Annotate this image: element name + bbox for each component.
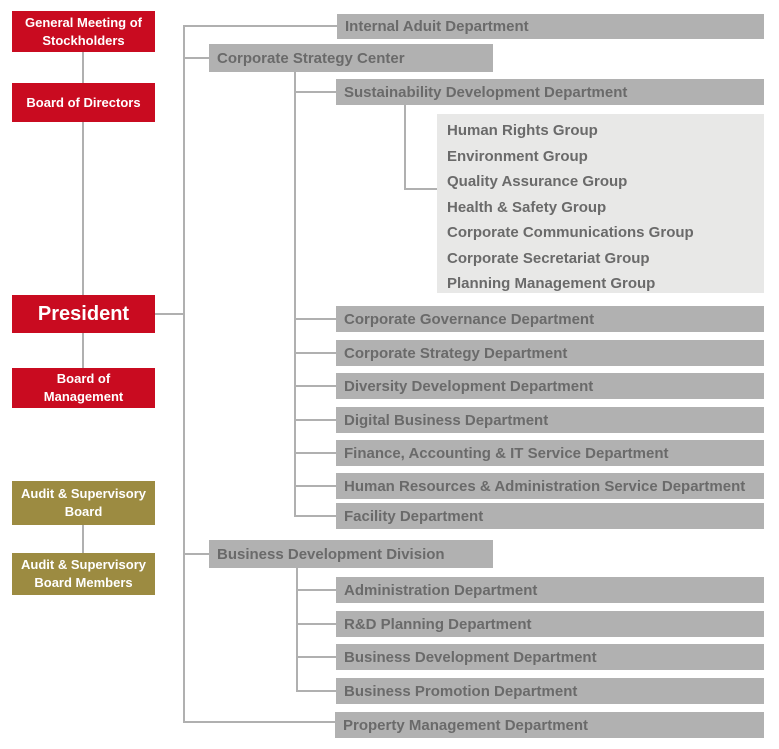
line-sustainability-branch [404,105,406,190]
node-general-meeting-of-stockholders: General Meeting of Stockholders [12,11,155,52]
node-business-development-division: Business Development Division [209,540,493,568]
node-corporate-strategy-center: Corporate Strategy Center [209,44,493,72]
node-finance-accounting-it-service-department: Finance, Accounting & IT Service Departm… [336,440,764,466]
line-to-property [183,721,335,723]
line-to-administration [296,589,336,591]
node-human-resources-administration-service-department: Human Resources & Administration Service… [336,473,764,499]
node-internal-audit-department: Internal Aduit Department [337,14,764,39]
node-corporate-governance-department: Corporate Governance Department [336,306,764,332]
line-to-corp-strategy-dept [294,352,336,354]
group-item-corporate-communications: Corporate Communications Group [447,224,694,242]
node-sustainability-development-department: Sustainability Development Department [336,79,764,105]
node-rd-planning-department: R&D Planning Department [336,611,764,637]
line-president-to-trunk [155,313,184,315]
sustainability-group-list: Human Rights Group Environment Group Qua… [437,114,764,293]
node-facility-department: Facility Department [336,503,764,529]
line-to-business-dev-dept [296,656,336,658]
node-corporate-strategy-department: Corporate Strategy Department [336,340,764,366]
node-business-development-department: Business Development Department [336,644,764,670]
line-to-hr [294,485,336,487]
node-business-promotion-department: Business Promotion Department [336,678,764,704]
node-digital-business-department: Digital Business Department [336,407,764,433]
line-to-business-promo [296,690,336,692]
line-to-finance [294,452,336,454]
node-audit-supervisory-board-members: Audit & Supervisory Board Members [12,553,155,595]
group-item-health-safety: Health & Safety Group [447,198,607,216]
line-bod-to-president [82,122,84,295]
node-diversity-development-department: Diversity Development Department [336,373,764,399]
line-president-to-bom [82,333,84,368]
group-item-corporate-secretariat: Corporate Secretariat Group [447,249,650,267]
line-to-rd-planning [296,623,336,625]
line-gm-to-bod [82,52,84,83]
node-property-management-department: Property Management Department [335,712,764,738]
line-to-sustainability [294,91,336,93]
group-item-quality-assurance: Quality Assurance Group [447,173,628,191]
group-item-planning-management: Planning Management Group [447,275,656,293]
line-to-corp-governance [294,318,336,320]
line-to-diversity [294,385,336,387]
line-to-business-division [183,553,209,555]
line-to-digital [294,419,336,421]
line-to-facility [294,515,336,517]
line-to-strategy-center [183,57,209,59]
node-board-of-directors: Board of Directors [12,83,155,122]
group-item-human-rights: Human Rights Group [447,122,598,140]
line-strategy-center-branch [294,72,296,517]
node-president: President [12,295,155,333]
node-administration-department: Administration Department [336,577,764,603]
line-asb-to-members [82,525,84,553]
node-audit-supervisory-board: Audit & Supervisory Board [12,481,155,525]
group-item-environment: Environment Group [447,147,588,165]
line-trunk [183,25,185,723]
line-to-groups [404,188,437,190]
line-to-internal-audit [183,25,337,27]
node-board-of-management: Board of Management [12,368,155,408]
line-division-branch [296,568,298,692]
